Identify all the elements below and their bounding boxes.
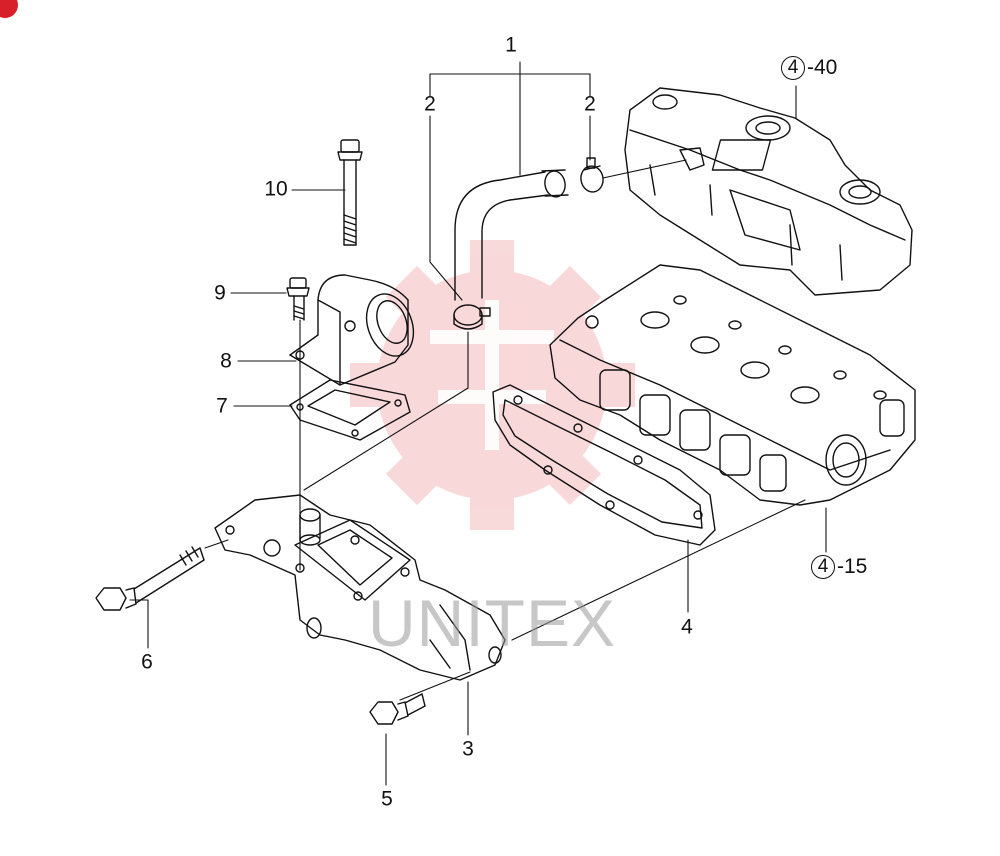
intake-manifold bbox=[214, 494, 506, 681]
rocker-cover bbox=[624, 87, 913, 296]
corner-marker bbox=[0, 0, 18, 18]
reference-cylinder-head: 4 -15 bbox=[811, 555, 867, 579]
watermark-text: UNITEX bbox=[368, 586, 617, 660]
hose-clamp-upper bbox=[580, 157, 604, 193]
callout-4: 4 bbox=[681, 615, 693, 639]
callout-5: 5 bbox=[381, 787, 393, 811]
callout-3: 3 bbox=[462, 737, 474, 761]
callout-2-right: 2 bbox=[584, 92, 596, 116]
callout-10: 10 bbox=[264, 177, 288, 201]
reference-rocker-cover: 4 -40 bbox=[781, 56, 837, 80]
callout-6: 6 bbox=[141, 650, 153, 674]
ref-circle: 4 bbox=[781, 56, 805, 80]
callout-7: 7 bbox=[216, 394, 228, 418]
ref-circle: 4 bbox=[811, 555, 835, 579]
elbow-gasket bbox=[289, 379, 411, 441]
ref-suffix: -40 bbox=[807, 56, 838, 79]
hose-clamp-lower bbox=[453, 304, 491, 330]
callout-9: 9 bbox=[214, 281, 226, 305]
watermark-emblem bbox=[430, 300, 554, 450]
callout-8: 8 bbox=[220, 349, 232, 373]
bolt-long bbox=[337, 139, 363, 246]
cylinder-head bbox=[549, 264, 916, 506]
manifold-bolt-short bbox=[369, 693, 426, 725]
bolt-short bbox=[286, 277, 310, 321]
callout-1: 1 bbox=[505, 33, 517, 57]
manifold-bolt-long bbox=[95, 546, 205, 611]
breather-hose bbox=[454, 169, 569, 301]
callout-2-left: 2 bbox=[424, 92, 436, 116]
ref-suffix: -15 bbox=[837, 555, 868, 578]
intake-elbow bbox=[289, 274, 415, 386]
intake-gasket bbox=[492, 384, 716, 546]
